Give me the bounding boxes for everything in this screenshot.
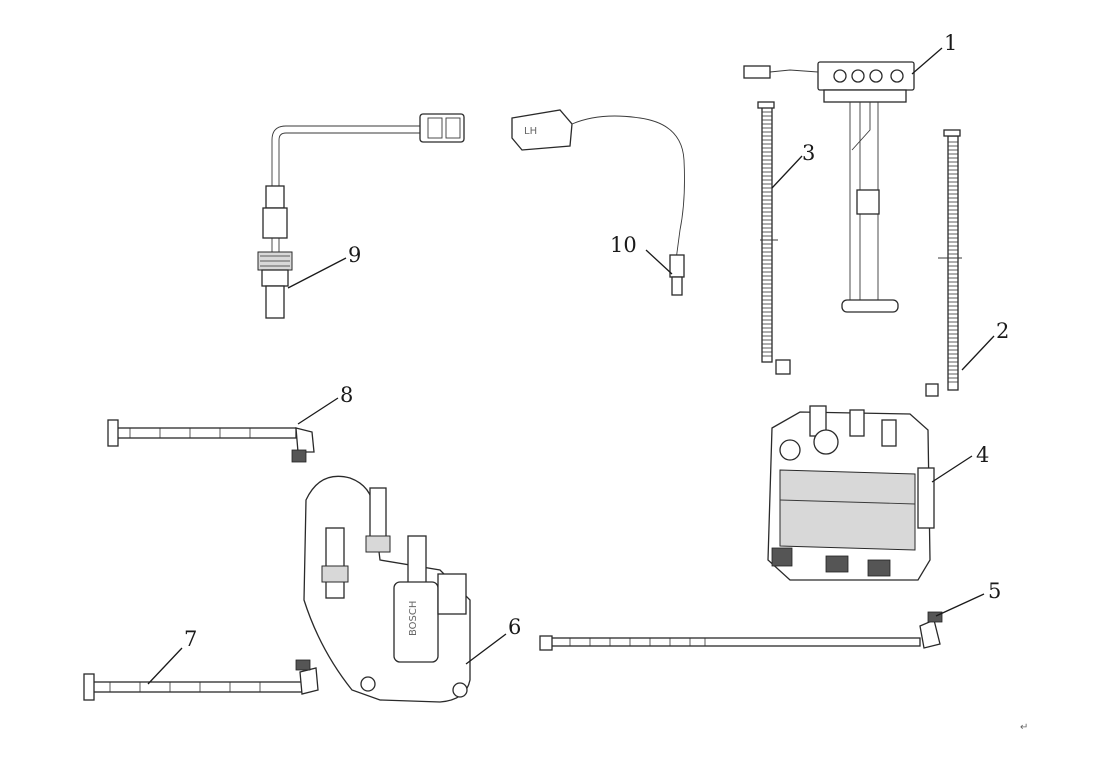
part-4-pump-unit [767, 405, 935, 581]
leader-4 [931, 455, 973, 483]
part-10-sensor-module: LH [511, 109, 685, 296]
callout-3: 3 [802, 141, 815, 165]
part-3-hose [757, 101, 791, 375]
leader-9 [287, 257, 347, 289]
leader-10 [645, 249, 673, 275]
svg-text:BOSCH: BOSCH [408, 601, 419, 636]
part-1-level-sender [743, 61, 915, 313]
leader-7 [147, 647, 183, 685]
part-5-tube [539, 611, 943, 651]
callout-9: 9 [348, 243, 361, 267]
part-6-doser: BOSCH [303, 475, 471, 703]
part-7-tube [83, 659, 319, 701]
part-8-tube [107, 419, 315, 463]
callout-8: 8 [340, 383, 353, 407]
callout-7: 7 [184, 627, 197, 651]
callout-2: 2 [996, 319, 1009, 343]
part-9-sensor [257, 113, 465, 319]
corner-mark: ↵ [1020, 722, 1028, 733]
svg-text:LH: LH [524, 126, 537, 137]
leader-2 [961, 335, 995, 371]
callout-labels: 1 2 3 4 5 6 7 8 9 10 ↵ [184, 31, 1028, 733]
leader-8 [297, 397, 339, 425]
leader-lines [147, 47, 995, 685]
leader-5 [935, 593, 985, 617]
callout-1: 1 [944, 31, 957, 55]
leader-6 [465, 633, 507, 665]
callout-6: 6 [508, 615, 521, 639]
callout-4: 4 [976, 443, 989, 467]
part-2-hose [925, 129, 962, 397]
callout-10: 10 [610, 233, 637, 257]
leader-1 [911, 47, 943, 75]
callout-5: 5 [988, 579, 1001, 603]
leader-3 [771, 155, 803, 189]
